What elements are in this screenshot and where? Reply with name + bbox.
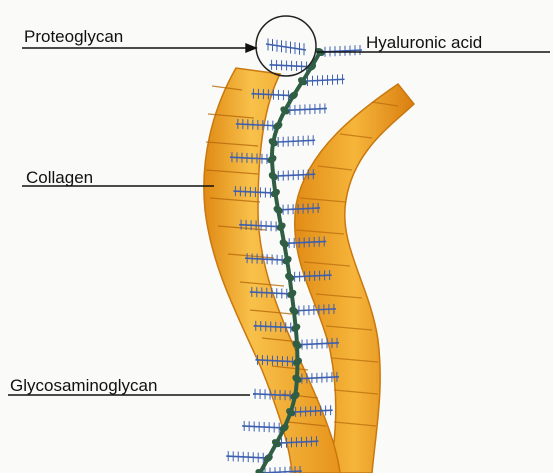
core-protein-strand — [303, 79, 345, 81]
glycosaminoglycan-label: Glycosaminoglycan — [10, 377, 157, 394]
core-protein-strand — [242, 426, 284, 428]
proteoglycan-unit — [273, 135, 315, 147]
collagen-label: Collagen — [26, 169, 93, 186]
proteoglycan-unit — [226, 451, 268, 463]
core-protein-strand — [270, 65, 312, 67]
proteoglycan-unit — [242, 421, 284, 433]
proteoglycan-unit — [303, 74, 345, 86]
proteoglycan-unit — [285, 103, 327, 115]
core-protein-strand — [226, 456, 268, 458]
proteoglycan-sample-icon — [266, 39, 306, 56]
core-protein-strand — [273, 140, 315, 142]
proteoglycan-arrowhead — [246, 44, 256, 52]
proteoglycan-label: Proteoglycan — [24, 28, 123, 45]
hyaluronic-acid-label: Hyaluronic acid — [366, 34, 482, 51]
core-protein-strand — [285, 108, 327, 110]
proteoglycan-unit — [320, 45, 362, 57]
